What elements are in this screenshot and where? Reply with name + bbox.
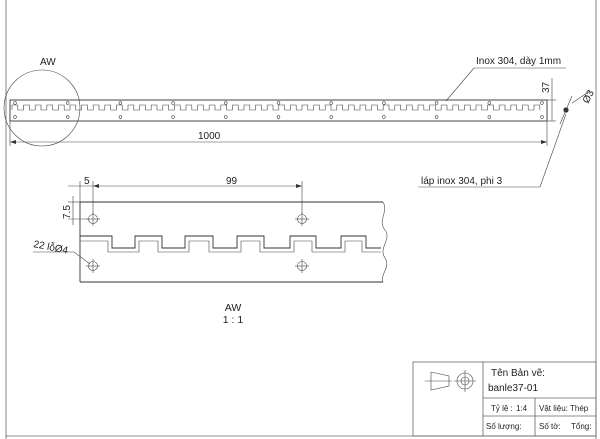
title-block-frame	[412, 361, 597, 437]
length-dimension-text: 1000	[198, 131, 221, 142]
top-view-hole	[382, 101, 386, 105]
offset-dimension-text: 7.5	[62, 205, 73, 219]
scale-label: Tỷ lệ :	[491, 404, 513, 413]
material-leader	[445, 67, 475, 102]
detail-ref-label: AW	[40, 57, 56, 68]
pitch-dimension-text: 99	[226, 176, 238, 187]
knuckle-profile	[11, 104, 541, 111]
top-view-hole	[382, 115, 386, 119]
detail-circle-aw	[3, 69, 81, 147]
top-view: AW 1000 37 Inox 304, dày 1mm Ø3 láp inox…	[3, 56, 597, 188]
detail-view-label: AW	[225, 302, 242, 314]
drawing-name-label: Tên Bản vẽ:	[491, 368, 545, 379]
top-view-hole	[65, 101, 70, 105]
height-dimension-text: 37	[541, 81, 552, 93]
top-view-hole	[276, 101, 281, 105]
detail-knuckle-edge-2	[80, 240, 381, 253]
total-label: Tổng:	[571, 422, 591, 431]
top-view-hole	[487, 101, 491, 105]
detail-hole-3	[86, 259, 100, 273]
material-label: Vật liệu:	[539, 404, 568, 413]
top-view-hole	[118, 101, 123, 105]
top-view-hole	[13, 115, 17, 119]
projection-symbol-icon	[425, 370, 476, 392]
detail-knuckle-edge-1	[80, 235, 381, 249]
holes-note-leader	[73, 251, 91, 265]
scale-value: 1:4	[516, 404, 528, 413]
detail-view: 5 99 7.5 22 lỗØ4 AW 1 : 1	[32, 176, 388, 326]
sheet-label: Số tờ:	[539, 422, 561, 431]
drawing-name: banle37-01	[488, 383, 538, 394]
top-view-hole	[276, 115, 281, 119]
detail-hole-2	[295, 212, 309, 226]
top-view-hole	[171, 101, 175, 105]
material-value: Thép	[570, 404, 589, 413]
pin-note-leader	[539, 113, 567, 188]
pin-note: láp inox 304, phi 3	[421, 176, 503, 187]
top-view-hole	[487, 115, 491, 119]
pin-section-line	[559, 95, 573, 125]
pin-diameter-leader	[571, 90, 591, 104]
top-view-hole	[13, 101, 17, 105]
hinge-strip-outline	[9, 99, 548, 122]
title-block: Tên Bản vẽ: banle37-01 Tỷ lệ : 1:4 Vật l…	[412, 361, 597, 437]
top-view-hole	[118, 115, 123, 119]
top-view-hole	[434, 101, 439, 105]
mounting-holes-top	[13, 101, 544, 119]
detail-hole-4	[295, 259, 309, 273]
material-note: Inox 304, dày 1mm	[476, 56, 561, 67]
top-view-hole	[224, 115, 228, 119]
detail-hole-1	[86, 212, 100, 226]
edge-dimension-text: 5	[84, 176, 90, 187]
detail-outline	[79, 201, 383, 283]
top-view-hole	[540, 101, 544, 105]
top-view-hole	[171, 115, 175, 119]
top-view-hole	[434, 115, 439, 119]
top-view-hole	[224, 101, 228, 105]
top-view-hole	[329, 101, 333, 105]
top-view-hole	[540, 115, 544, 119]
pin-diameter-text: Ø3	[581, 88, 597, 105]
holes-note: 22 lỗØ4	[32, 237, 69, 257]
detail-view-scale: 1 : 1	[223, 314, 244, 326]
top-view-hole	[65, 115, 70, 119]
break-line	[381, 201, 388, 283]
top-view-hole	[329, 115, 333, 119]
quantity-label: Số lượng:	[486, 422, 522, 431]
